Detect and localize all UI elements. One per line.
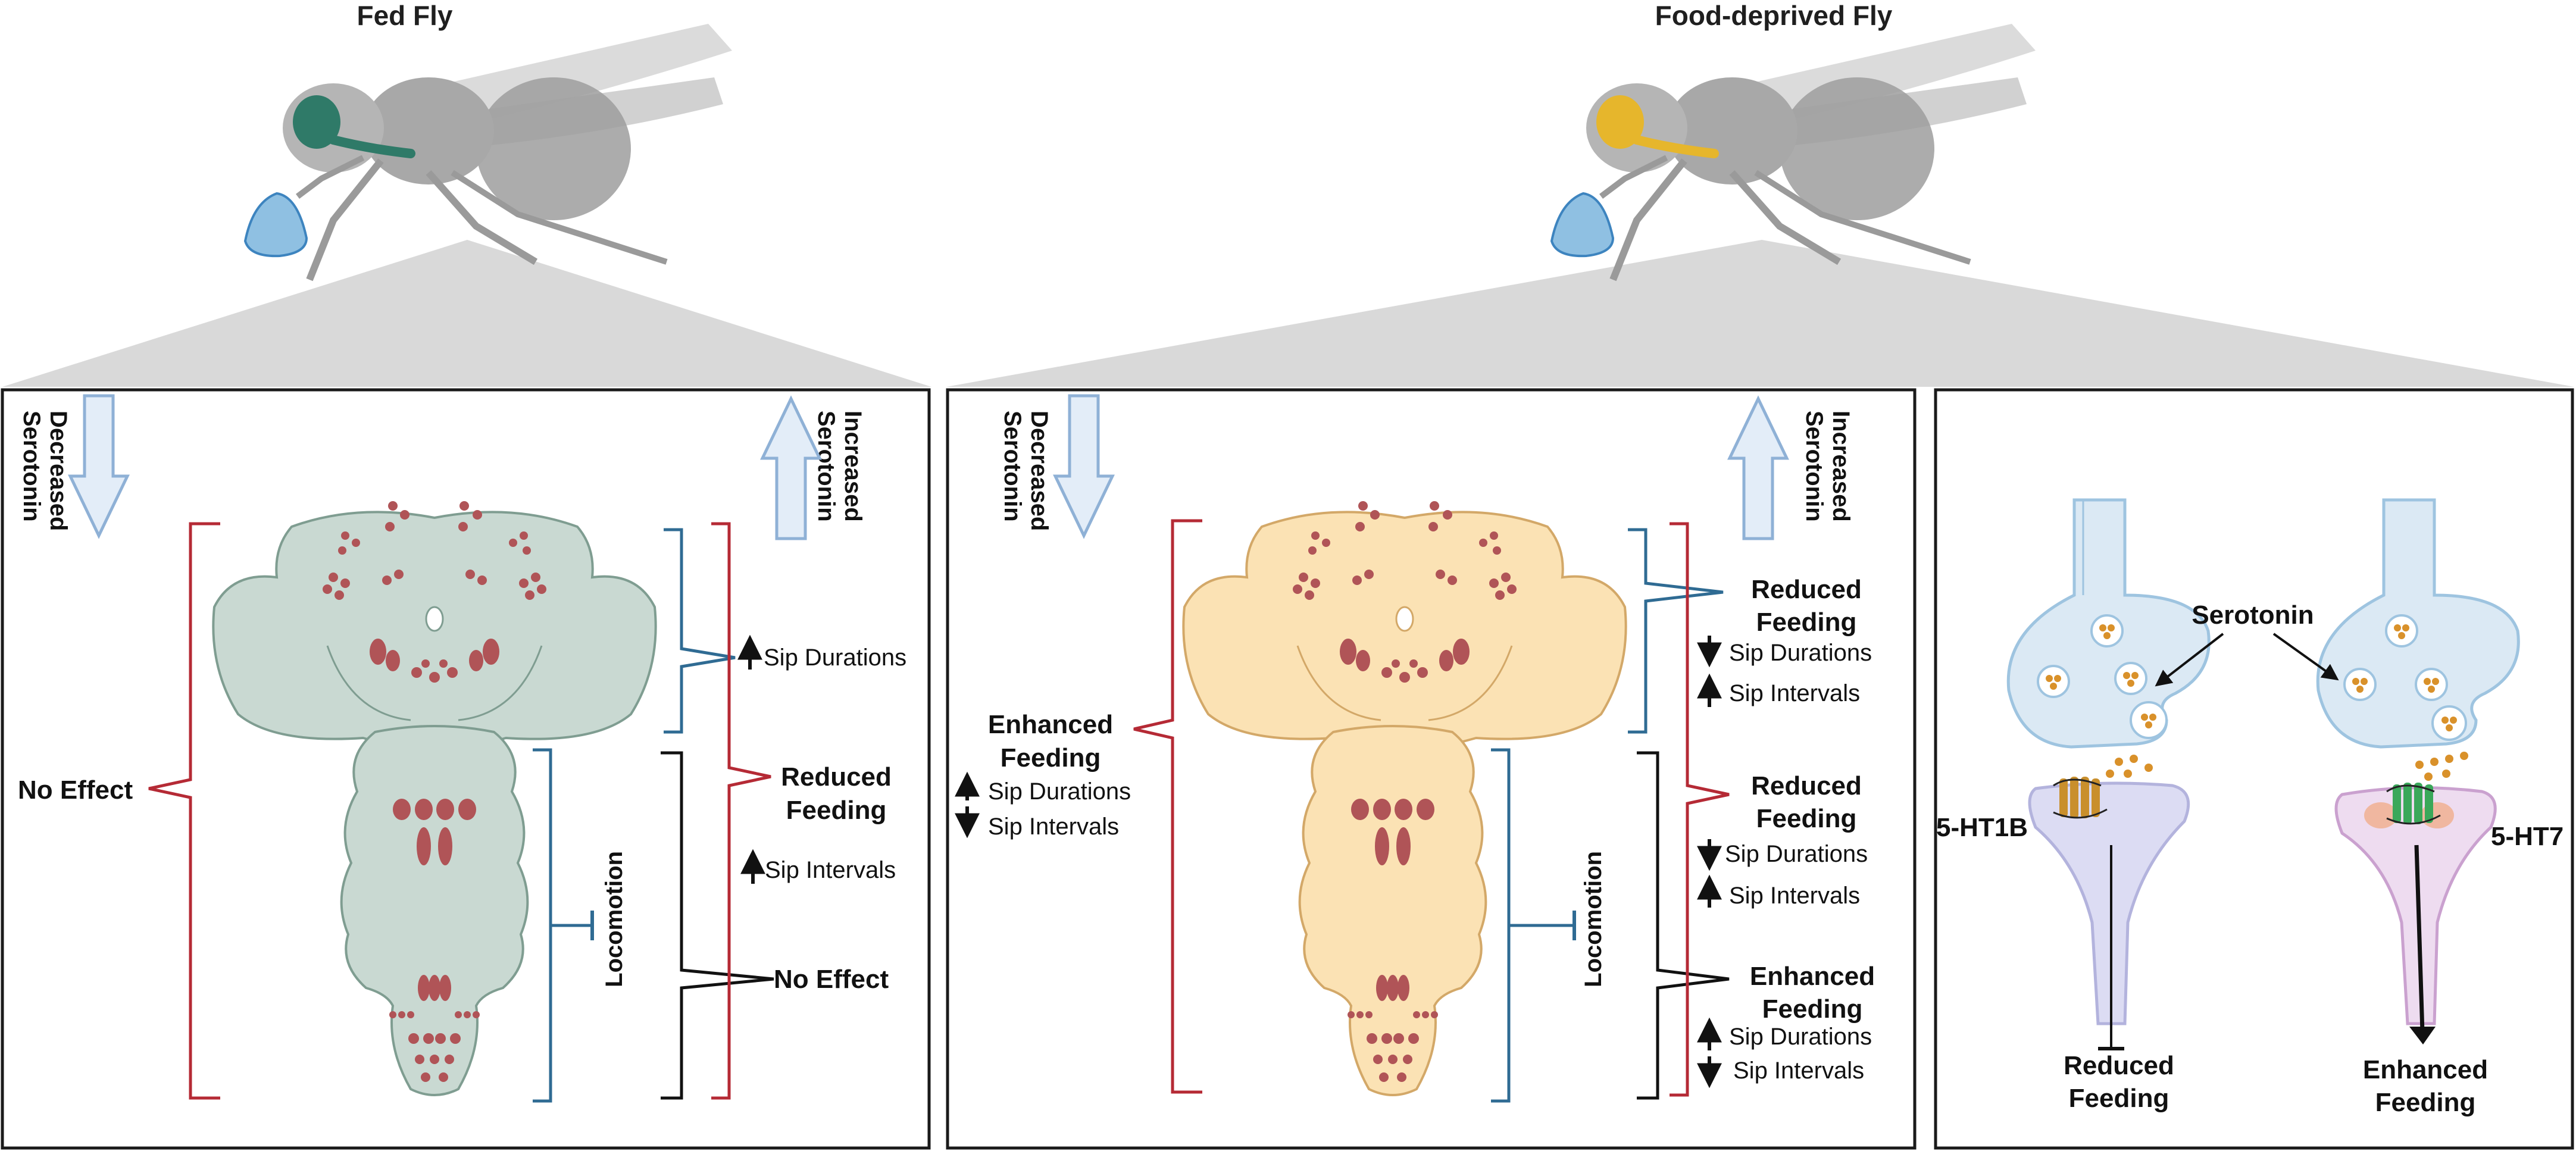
svg-text:Reduced: Reduced xyxy=(1751,771,1862,800)
sugar-drop-icon xyxy=(1550,192,1615,258)
enhanced-feeding-bracket xyxy=(1133,519,1202,1094)
fly-icon xyxy=(1586,24,2036,282)
reduced-feeding-bracket xyxy=(711,522,771,1100)
black-bracket xyxy=(1637,751,1730,1100)
brain-bracket xyxy=(664,528,736,734)
sip-intervals-label: Sip Intervals xyxy=(988,814,1119,840)
no-effect-label: No Effect xyxy=(18,775,133,805)
svg-text:Serotonin: Serotonin xyxy=(999,411,1026,522)
serotonin-pointer-right xyxy=(2272,633,2339,681)
sip-intervals-label: Sip Intervals xyxy=(1729,883,1860,909)
fed-ventral-nerve-cord xyxy=(340,725,529,1096)
svg-text:Feeding: Feeding xyxy=(2375,1088,2476,1117)
arrow-down-icon xyxy=(2409,1027,2436,1044)
svg-text:Decreased: Decreased xyxy=(45,411,71,531)
deprived-title: Food-deprived Fly xyxy=(1655,0,1893,31)
svg-text:Reduced: Reduced xyxy=(781,762,892,792)
svg-text:Enhanced: Enhanced xyxy=(2363,1055,2488,1084)
no-effect-right-label: No Effect xyxy=(774,965,889,994)
reduced-feeding-bracket xyxy=(1670,522,1730,1097)
svg-text:Increased: Increased xyxy=(840,411,866,522)
sip-intervals-label: Sip Intervals xyxy=(1729,680,1860,706)
svg-text:Increased: Increased xyxy=(1828,411,1854,522)
svg-text:Feeding: Feeding xyxy=(1756,608,1857,637)
fed-brain xyxy=(212,501,657,755)
outcome-right-label: Enhanced Feeding xyxy=(2363,1055,2488,1117)
svg-text:Serotonin: Serotonin xyxy=(18,411,45,522)
svg-text:Reduced: Reduced xyxy=(2064,1051,2174,1080)
deprived-ventral-nerve-cord xyxy=(1298,725,1487,1096)
outcome-left-label: Reduced Feeding xyxy=(2064,1051,2174,1113)
sugar-drop-icon xyxy=(243,192,308,258)
deprived-zoom-cone xyxy=(946,240,2574,387)
locomotion-label: Locomotion xyxy=(1580,851,1606,987)
arrow-down-icon xyxy=(1053,394,1115,539)
receptor-left-label: 5-HT1B xyxy=(1936,813,2028,842)
svg-text:Enhanced: Enhanced xyxy=(1750,962,1875,991)
sip-durations-label: Sip Durations xyxy=(1729,640,1872,666)
arrow-up-icon xyxy=(1727,395,1789,540)
sip-durations-label: Sip Durations xyxy=(988,778,1131,805)
decreased-serotonin-label: Decreased Serotonin xyxy=(999,411,1052,531)
enhanced-feeding-label: Enhanced Feeding xyxy=(988,710,1113,772)
synapse-panel xyxy=(1934,388,2574,1150)
deprived-brain xyxy=(1182,501,1627,755)
reduced-feeding-label: Reduced Feeding xyxy=(1751,771,1862,833)
svg-text:Feeding: Feeding xyxy=(786,796,887,825)
receptor-icon xyxy=(2386,783,2441,825)
svg-text:Decreased: Decreased xyxy=(1026,411,1052,531)
fly-icon xyxy=(283,24,732,282)
receptor-icon xyxy=(2053,777,2108,819)
arrow-up-icon xyxy=(760,395,822,540)
svg-text:Feeding: Feeding xyxy=(2069,1084,2169,1113)
arrow-down-icon xyxy=(68,394,130,539)
svg-text:Reduced: Reduced xyxy=(1751,575,1862,604)
receptor-right-label: 5-HT7 xyxy=(2491,822,2564,851)
svg-text:Feeding: Feeding xyxy=(1762,994,1863,1024)
increased-serotonin-label: Increased Serotonin xyxy=(1801,411,1854,522)
svg-text:Serotonin: Serotonin xyxy=(813,411,839,522)
sip-intervals-label: Sip Intervals xyxy=(765,857,896,883)
fed-zoom-cone xyxy=(2,240,931,387)
increased-serotonin-label: Increased Serotonin xyxy=(813,411,866,522)
reduced-feeding-label: Reduced Feeding xyxy=(781,762,892,825)
enhanced-feeding-label: Enhanced Feeding xyxy=(1750,962,1875,1024)
serotonin-pointer-left xyxy=(2155,633,2224,687)
sip-durations-label: Sip Durations xyxy=(764,645,906,671)
serotonin-label: Serotonin xyxy=(2192,600,2314,630)
decreased-serotonin-label: Decreased Serotonin xyxy=(18,411,71,531)
reduced-feeding-label: Reduced Feeding xyxy=(1751,575,1862,637)
sip-durations-label: Sip Durations xyxy=(1729,1024,1872,1050)
black-bracket xyxy=(661,751,774,1100)
sip-intervals-label: Sip Intervals xyxy=(1733,1058,1864,1084)
svg-text:Feeding: Feeding xyxy=(1756,804,1857,833)
sip-durations-label: Sip Durations xyxy=(1725,841,1868,867)
brain-bracket xyxy=(1628,528,1724,734)
no-effect-bracket xyxy=(148,522,220,1100)
svg-text:Enhanced: Enhanced xyxy=(988,710,1113,739)
svg-text:Serotonin: Serotonin xyxy=(1801,411,1827,522)
svg-text:Feeding: Feeding xyxy=(1001,743,1101,772)
locomotion-label: Locomotion xyxy=(601,851,627,987)
fed-title: Fed Fly xyxy=(357,0,452,31)
